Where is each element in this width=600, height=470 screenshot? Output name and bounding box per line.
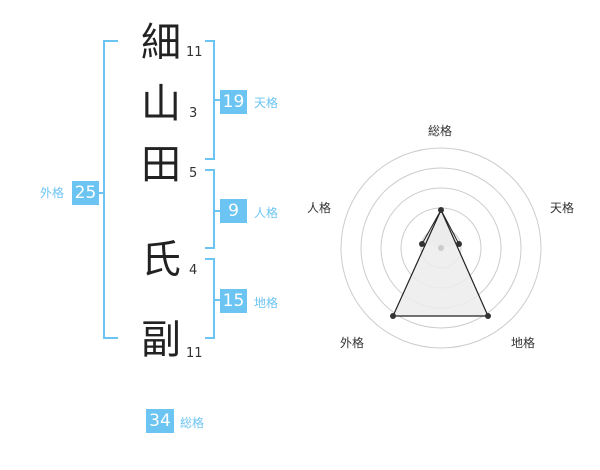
radar-outer-shape: [392, 208, 489, 317]
radar-point-gaikaku: [390, 313, 396, 319]
radar-inner-lines-2: [421, 209, 442, 245]
radar-label-gaikaku: 外格: [340, 336, 365, 350]
name-char-3: 田: [141, 142, 181, 188]
radar-label-jinkaku: 人格: [307, 201, 332, 215]
gaikaku-bracket: [103, 40, 118, 339]
stroke-count-2: 3: [189, 106, 198, 121]
radar-center-point: [438, 245, 444, 251]
radar-point-chikaku: [485, 313, 491, 319]
radar-point-jinkaku: [419, 241, 425, 247]
jinkaku-label: 人格: [254, 206, 279, 220]
radar-label-tenkaku: 天格: [550, 201, 575, 215]
radar-label-chikaku: 地格: [511, 336, 536, 350]
radar-inner-lines: [440, 209, 460, 245]
name-char-2: 山: [141, 81, 181, 127]
radar-ring-4: [360, 167, 522, 329]
name-char-1: 細: [141, 20, 181, 66]
tenkaku-label: 天格: [254, 96, 279, 110]
gaikaku-label: 外格: [40, 186, 65, 200]
name-char-5: 副: [141, 317, 181, 363]
radar-point-soukaku: [438, 207, 444, 213]
radar-ring-5: [340, 147, 542, 349]
stroke-count-5: 11: [186, 346, 203, 361]
soukaku-badge: 34: [146, 409, 174, 433]
jinkaku-badge: 9: [220, 199, 247, 223]
jinkaku-bracket: [205, 169, 215, 249]
name-char-4: 氏: [141, 237, 181, 283]
tenkaku-badge: 19: [220, 90, 247, 114]
radar-label-soukaku: 総格: [428, 124, 453, 138]
stroke-count-4: 4: [189, 263, 198, 278]
stroke-count-3: 5: [189, 166, 198, 181]
stroke-count-1: 11: [186, 45, 203, 60]
chikaku-badge: 15: [220, 289, 247, 313]
gaikaku-badge: 25: [72, 181, 99, 205]
soukaku-label: 総格: [180, 416, 205, 430]
radar-point-tenkaku: [456, 241, 462, 247]
chikaku-label: 地格: [254, 296, 279, 310]
chikaku-bracket: [205, 258, 215, 339]
